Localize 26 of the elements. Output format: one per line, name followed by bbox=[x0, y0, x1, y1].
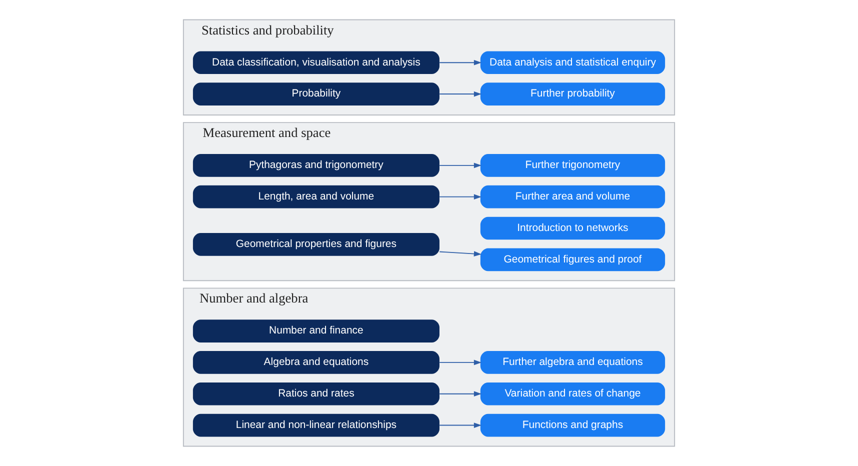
node-box: Length, area and volume bbox=[192, 185, 440, 208]
node-box: Linear and non-linear relationships bbox=[192, 414, 440, 437]
node-box: Further area and volume bbox=[480, 185, 666, 208]
node-box: Further algebra and equations bbox=[480, 351, 666, 374]
node-box: Data classification, visualisation and analysis bbox=[192, 51, 440, 74]
node-box: Introduction to networks bbox=[480, 216, 666, 240]
node-box: Geometrical properties and figures bbox=[192, 233, 440, 256]
arrow bbox=[439, 194, 482, 200]
node-box: Further trigonometry bbox=[480, 154, 666, 177]
arrow bbox=[439, 91, 482, 97]
node-box: Probability bbox=[192, 82, 440, 106]
arrow bbox=[439, 422, 482, 428]
node-box: Variation and rates of change bbox=[480, 382, 666, 406]
arrow bbox=[439, 391, 482, 397]
node-box: Pythagoras and trigonometry bbox=[192, 154, 440, 177]
node-box: Geometrical figures and proof bbox=[480, 248, 666, 272]
node-box: Further probability bbox=[480, 82, 666, 106]
node-box: Functions and graphs bbox=[480, 414, 666, 437]
arrow bbox=[439, 360, 482, 366]
node-box: Ratios and rates bbox=[192, 382, 440, 406]
node-box: Number and finance bbox=[192, 320, 440, 342]
arrow bbox=[439, 60, 482, 66]
node-box: Algebra and equations bbox=[192, 351, 440, 374]
node-box: Data analysis and statistical enquiry bbox=[480, 51, 666, 74]
arrow bbox=[439, 162, 482, 168]
arrow bbox=[439, 251, 482, 256]
